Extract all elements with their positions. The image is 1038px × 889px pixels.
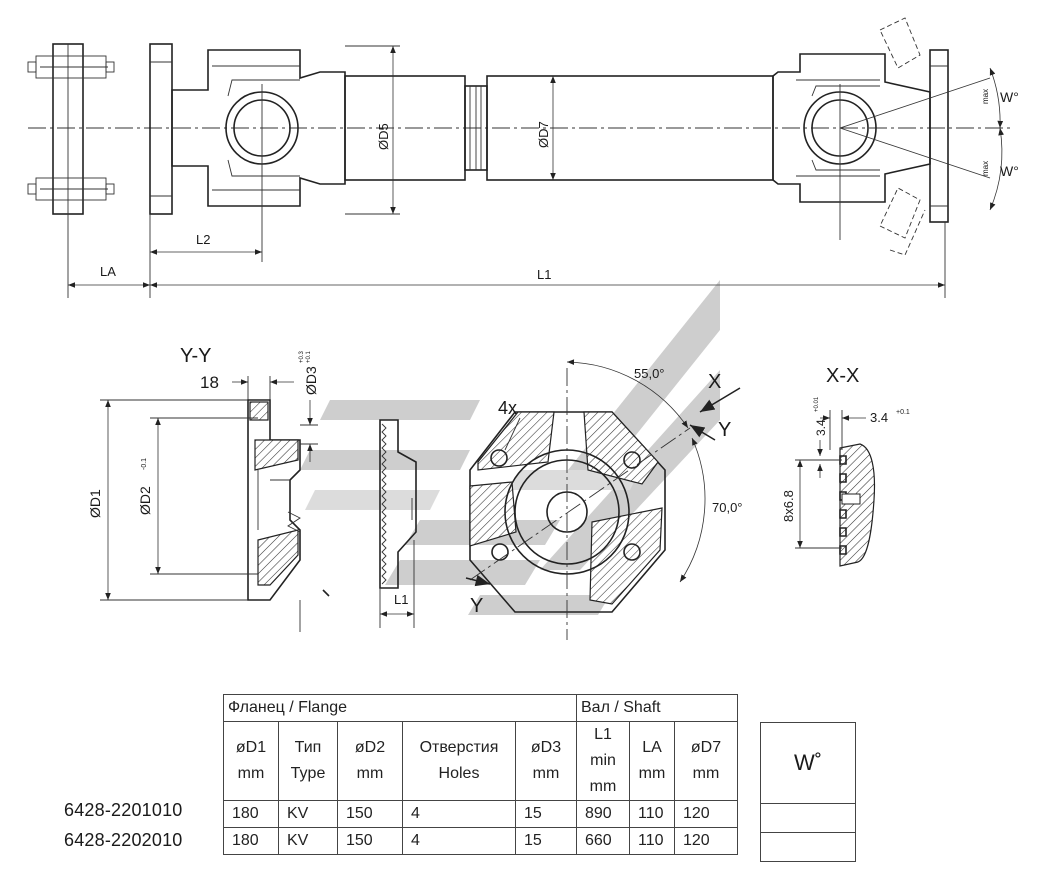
w-angle-upper-label: W° [1000, 89, 1019, 105]
cell-d7: 120 [674, 800, 738, 828]
cell-l1: 890 [576, 800, 630, 828]
cell-d3: 15 [515, 827, 577, 855]
section-x-x: X-X 3.4 +0.1 3.4 +0.01 8x6.8 [781, 365, 910, 567]
section-yy-title: Y-Y [180, 345, 212, 367]
d3-tolerance-upper: +0.3 [299, 350, 305, 363]
dim-3-4-b: 3.4 [870, 410, 888, 425]
dim-3-4-a: 3.4 [814, 419, 828, 436]
w-angle-max-upper-label: max [981, 89, 990, 104]
table-row: 180 KV 150 4 15 890 110 120 [223, 800, 738, 828]
la-label: LA [100, 264, 116, 279]
d2-tolerance: -0.1 [141, 458, 148, 470]
w-cell-row1 [760, 803, 856, 833]
section-x-marker: X [708, 371, 721, 393]
l1-label: L1 [537, 267, 551, 282]
w-angle-table: W˚ [760, 722, 856, 862]
section-y-y: Y-Y 18 ØD1 ØD2 -0.1 ØD3 +0.3 +0.1 [87, 345, 417, 632]
cell-d2: 150 [337, 800, 403, 828]
w-header: W˚ [760, 722, 856, 804]
cell-d3: 15 [515, 800, 577, 828]
section-y-marker-top: Y [718, 419, 731, 441]
cell-la: 110 [629, 827, 675, 855]
part-number-row2: 6428-2202010 [64, 830, 183, 850]
w-angle-lower-label: W° [1000, 163, 1019, 179]
mating-flange-left [27, 43, 115, 215]
dim-3-4-b-tol: +0.1 [896, 409, 910, 416]
d2-label: ØD2 [137, 486, 153, 515]
section-xx-title: X-X [826, 365, 859, 387]
cell-d7: 120 [674, 827, 738, 855]
part-number-row1: 6428-2201010 [64, 800, 183, 820]
w-angle-max-lower-label: max [981, 161, 990, 176]
l1-small-label: L1 [394, 592, 408, 607]
cell-d1: 180 [223, 800, 279, 828]
cell-d1: 180 [223, 827, 279, 855]
dim-18-label: 18 [200, 373, 219, 392]
flange-header: Фланец / Flange [223, 694, 577, 722]
shaft-header: Вал / Shaft [576, 694, 738, 722]
holes-4x-label: 4x [498, 398, 517, 418]
cell-type: KV [278, 800, 338, 828]
flange-front-view: 4x 55,0° 70,0° X Y Y [465, 359, 743, 640]
spline-label: 8x6.8 [781, 490, 796, 522]
l2-label: L2 [196, 232, 210, 247]
cell-l1: 660 [576, 827, 630, 855]
cell-d2: 150 [337, 827, 403, 855]
shaft-side-view: max W° max W° ØD5 ØD7 L2 LA L1 [27, 17, 1019, 298]
angle-70-label: 70,0° [712, 500, 743, 515]
angle-55-label: 55,0° [634, 366, 665, 381]
cell-holes: 4 [402, 827, 516, 855]
d3-tolerance-lower: +0.1 [306, 350, 312, 363]
d1-label: ØD1 [87, 489, 103, 518]
d3-label: ØD3 [303, 366, 319, 395]
cell-type: KV [278, 827, 338, 855]
cell-la: 110 [629, 800, 675, 828]
cell-holes: 4 [402, 800, 516, 828]
section-y-marker-bottom: Y [470, 595, 483, 617]
d7-label: ØD7 [536, 121, 551, 148]
d5-label: ØD5 [376, 123, 391, 150]
dim-3-4-a-tol: +0.01 [814, 396, 820, 412]
w-cell-row2 [760, 832, 856, 862]
table-row: 180 KV 150 4 15 660 110 120 [223, 827, 738, 855]
